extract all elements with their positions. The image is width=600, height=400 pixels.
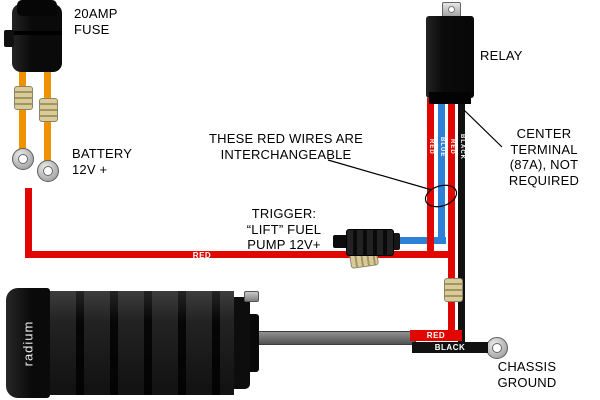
pump-negative-wire-label: BLACK — [412, 342, 488, 353]
ring-terminal-battery-2 — [37, 160, 59, 182]
pump-positive-wire-label: RED — [410, 330, 462, 341]
interchangeable-note: THESE RED WIRES ARE INTERCHANGEABLE — [193, 131, 379, 162]
relay-base — [429, 92, 471, 104]
trigger-connector-strain-relief — [390, 233, 400, 250]
relay-wire-black-ground — [458, 98, 465, 348]
fuel-pump-body — [50, 291, 234, 395]
pump-harness-strap — [244, 331, 416, 345]
label-line: INTERCHANGEABLE — [220, 146, 352, 162]
label-line: GROUND — [497, 374, 557, 390]
battery-label: BATTERY 12V + — [72, 146, 132, 177]
relay-wire-1-label: RED — [428, 139, 434, 155]
leader-line-interchangeable — [327, 159, 433, 191]
label-line: “LIFT” FUEL — [246, 221, 322, 237]
label-line: THESE RED WIRES ARE — [208, 131, 364, 146]
relay-wire-3-label: RED — [449, 139, 455, 155]
butt-connector — [444, 278, 463, 302]
ring-terminal-chassis-ground — [486, 337, 508, 359]
main-red-wire-label: RED — [192, 251, 212, 260]
butt-connector — [39, 98, 58, 122]
relay-wire-4-label: BLACK — [459, 134, 465, 160]
butt-connector — [14, 86, 33, 110]
label-line: CHASSIS — [497, 359, 557, 374]
leader-line-center-terminal — [463, 109, 503, 148]
label-line: REQUIRED — [508, 172, 580, 188]
label-line: CENTER — [516, 126, 572, 141]
label-line: (87A), NOT — [509, 157, 579, 172]
pump-clamp-screw — [244, 291, 259, 302]
trigger-note: TRIGGER: “LIFT” FUEL PUMP 12V+ — [230, 206, 338, 253]
label-line: PUMP 12V+ — [247, 237, 321, 252]
chassis-ground-label: CHASSIS GROUND — [472, 359, 582, 390]
fuse-label: 20AMP FUSE — [74, 6, 118, 37]
relay-wire-2-label: BLUE — [439, 136, 445, 158]
trigger-wire-blue-vertical — [438, 98, 445, 244]
relay-wire-red-2 — [448, 98, 455, 336]
relay-body — [426, 16, 474, 98]
trigger-connector-tip — [333, 235, 348, 248]
label-line: 12V + — [72, 161, 108, 177]
fuse-holder-seam — [12, 31, 62, 35]
supply-wire-red-vertical — [25, 188, 32, 258]
fuse-mount-tab — [4, 30, 14, 47]
label-line: TERMINAL — [510, 141, 578, 157]
ring-terminal-battery-1 — [12, 148, 34, 170]
relay-wire-red-1 — [427, 98, 434, 254]
fuel-pump-outlet — [250, 314, 259, 372]
fuel-pump-outlet-step — [234, 297, 250, 389]
relay-label: RELAY — [480, 48, 523, 64]
trigger-connector — [346, 229, 394, 256]
fuse-wire-orange-1 — [19, 72, 26, 152]
center-terminal-note: CENTER TERMINAL (87A), NOT REQUIRED — [498, 126, 590, 188]
label-line: 20AMP — [74, 6, 118, 21]
fuse-holder-cap — [17, 0, 57, 16]
label-line: TRIGGER: — [251, 206, 317, 221]
relay-spade-terminal — [442, 2, 461, 19]
label-line: RELAY — [480, 48, 523, 63]
fuel-pump-end-cap: radium — [6, 288, 50, 398]
pump-brand-label: radium — [20, 320, 36, 366]
label-line: BATTERY — [72, 146, 133, 161]
trigger-wire-blue-horizontal — [390, 237, 446, 244]
label-line: FUSE — [74, 21, 110, 37]
supply-wire-red-horizontal — [25, 251, 455, 258]
